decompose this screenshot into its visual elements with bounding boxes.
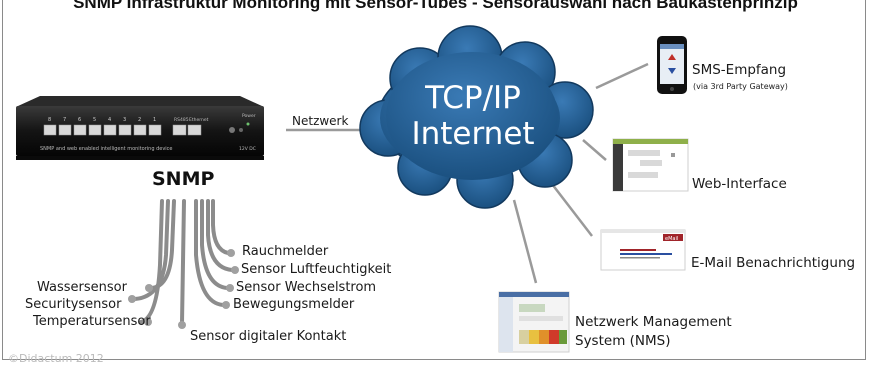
sensor-cables (133, 199, 234, 325)
port-numbers: 8 7 6 5 4 3 2 1 (48, 117, 156, 123)
cable-bewegung (194, 199, 225, 307)
sensor-bewegungsmelder: Bewegungsmelder (233, 297, 355, 312)
nms-label-line-2: System (NMS) (575, 333, 671, 349)
sensor-luftfeuchtigkeit: Sensor Luftfeuchtigkeit (241, 262, 392, 277)
sensor-temperatursensor: Temperatursensor (33, 314, 151, 329)
sensor-wassersensor: Wassersensor (37, 280, 127, 295)
cloud-line-1: TCP/IP (425, 80, 521, 116)
sensor-securitysensor: Securitysensor (25, 297, 122, 312)
sms-note: (via 3rd Party Gateway) (693, 82, 788, 91)
ethernet-port (103, 124, 117, 136)
device-caption: SNMP and web enabled intelligent monitor… (40, 146, 173, 152)
power-led (246, 122, 250, 126)
port-label-ethernet: Ethernet (189, 117, 209, 123)
diagram-title: SNMP Infrastruktur Monitoring mit Sensor… (73, 0, 798, 12)
port-number: 7 (63, 117, 66, 123)
ethernet-port (58, 124, 72, 136)
cable-plugs (128, 249, 239, 329)
line-web (582, 139, 607, 161)
port-number: 5 (93, 117, 96, 123)
sensor-rauchmelder: Rauchmelder (242, 244, 329, 259)
network-label: Netzwerk (292, 114, 349, 128)
snmp-device: 8 7 6 5 4 3 2 1 RS485 Ethernet Power 12V DC SNM… (16, 96, 264, 160)
phone-icon (657, 36, 687, 94)
cable-rauch (211, 199, 230, 255)
line-nms (512, 199, 538, 284)
cloud-line-2: Internet (411, 116, 535, 152)
cable-temperatur (139, 199, 164, 324)
line-email (551, 183, 593, 237)
port-number: 2 (138, 117, 141, 123)
port-number: 8 (48, 117, 51, 123)
cable-digital (180, 199, 186, 325)
port-number: 1 (153, 117, 156, 123)
diagram-frame (2, 0, 866, 360)
cable-luft (206, 199, 234, 272)
web-interface-thumbnail (612, 138, 689, 192)
email-badge: eMail (665, 236, 678, 242)
port-number: 6 (78, 117, 81, 123)
port-label-rs485: RS485 (174, 117, 189, 123)
sms-label: SMS-Empfang (692, 62, 787, 78)
nms-label-line-1: Netzwerk Management (575, 314, 732, 330)
nms-thumbnail (498, 291, 570, 353)
port-number: 3 (123, 117, 126, 123)
ethernet-ports (43, 124, 162, 136)
copyright: ©Didactum 2012 (8, 352, 104, 365)
ethernet-port (148, 124, 162, 136)
sensor-wechselstrom: Sensor Wechselstrom (236, 280, 377, 295)
email-label: E-Mail Benachrichtigung (691, 255, 856, 271)
email-thumbnail: eMail (600, 229, 686, 271)
ethernet-port (43, 124, 57, 136)
ethernet-port (88, 124, 102, 136)
ethernet-port (118, 124, 132, 136)
voltage-label: 12V DC (239, 146, 256, 152)
connection-lines (286, 62, 649, 284)
ethernet-port (73, 124, 87, 136)
ethernet-port (133, 124, 147, 136)
sensor-digitaler-kontakt: Sensor digitaler Kontakt (190, 329, 347, 344)
line-sms (595, 62, 649, 90)
web-interface-label: Web-Interface (692, 176, 787, 192)
port-number: 4 (108, 117, 111, 123)
device-label: SNMP (152, 168, 215, 190)
power-label: Power (242, 113, 256, 119)
cable-wechsel (200, 199, 229, 290)
